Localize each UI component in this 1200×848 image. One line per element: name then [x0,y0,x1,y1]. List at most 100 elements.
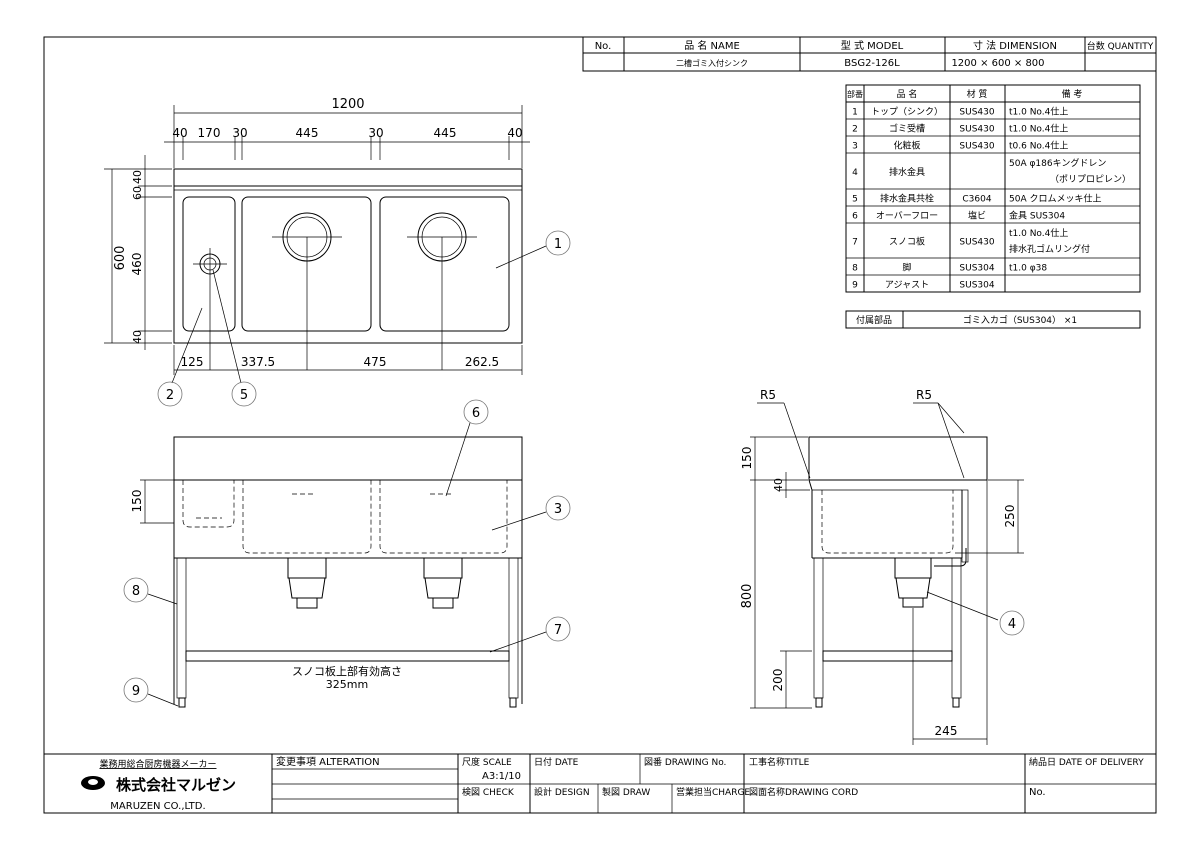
draw-label: 製図 DRAW [602,786,650,798]
dim-top-170: 170 [198,126,221,140]
title-block: 業務用総合厨房機器メーカー 株式会社マルゼン MARUZEN CO.,LTD. … [44,753,1156,813]
parts-row-no: 4 [852,168,858,178]
parts-row-no: 3 [852,142,858,152]
sheet-border [43,36,1157,814]
parts-row-no: 1 [852,108,858,118]
parts-row-note: t1.0 No.4仕上 [1009,227,1068,239]
parts-row-note: 50A φ186キングドレン [1009,157,1106,169]
parts-row-material: SUS430 [959,125,994,135]
dim-left-40b: 40 [131,330,144,344]
parts-row-note2: 排水孔ゴムリング付 [1009,243,1090,255]
parts-row-material: SUS304 [959,264,994,274]
parts-header-name: 品 名 [897,88,918,100]
no-label: No. [1029,787,1046,798]
parts-table: 部番 品 名 材 質 備 考 [845,84,1141,293]
scale-value: A3:1/10 [482,771,521,782]
dim-left-60: 60 [131,186,144,200]
date-label: 日付 DATE [534,757,579,768]
maker-tag: 業務用総合厨房機器メーカー [99,758,216,770]
dim-left-600: 600 [113,246,128,271]
parts-row-material: SUS430 [959,108,994,118]
company-name: 株式会社マルゼン [116,776,236,794]
slat-note: スノコ板上部有効高さ [292,664,402,678]
parts-row-name: ゴミ受槽 [889,123,925,135]
parts-row-no: 6 [852,212,858,222]
scale-label: 尺度 SCALE [462,756,512,768]
check-label: 検図 CHECK [462,786,515,798]
header-dim-value: 1200 × 600 × 800 [951,58,1044,69]
parts-header-no: 部番 [847,89,863,99]
title-label: 工事名称TITLE [749,756,810,768]
header-dim-label: 寸 法 DIMENSION [973,39,1057,52]
parts-row-no: 9 [852,281,858,291]
parts-row-name: オーバーフロー [876,211,938,222]
parts-row-note: 金具 SUS304 [1009,210,1065,222]
parts-row-name: アジャスト [885,281,929,291]
parts-row-name: トップ（シンク） [871,107,943,118]
parts-row-name: 化粧板 [893,140,920,152]
dim-side-200: 200 [771,669,785,692]
dim-left-40a: 40 [131,170,144,184]
parts-row-name: スノコ板 [889,236,925,248]
callout-3: 3 [554,502,562,517]
parts-row-name: 脚 [902,263,911,274]
callout-1: 1 [554,237,562,252]
parts-row-material: 塩ビ [968,210,986,222]
plan-view [173,168,523,370]
header-qty-label: 台数 QUANTITY [1087,40,1154,52]
parts-row-note: t1.0 No.4仕上 [1009,123,1068,135]
r5-label-b: R5 [916,388,932,402]
dim-side-150: 150 [740,447,754,470]
dim-top-445b: 445 [434,126,457,140]
header-table: No. 品 名 NAME 型 式 MODEL 寸 法 DIMENSION 台数 … [582,36,1157,72]
header-name-value: 二槽ゴミ入付シンク [676,58,748,68]
callout-2: 2 [166,388,174,403]
dim-side-800: 800 [740,584,755,609]
parts-row-material: SUS304 [959,281,994,291]
parts-row-material: SUS430 [959,238,994,248]
parts-row-name: 排水金具 [889,166,925,178]
callout-9: 9 [132,684,140,699]
header-model-label: 型 式 MODEL [841,39,904,52]
dim-bottom-337: 337.5 [241,355,275,369]
header-name-label: 品 名 NAME [684,39,740,52]
plan-dimensions: 1200 40 170 30 445 30 445 40 125 337.5 4… [104,97,530,375]
front-view: スノコ板上部有効高さ 325mm 150 6 3 7 8 9 [123,399,571,708]
parts-row-no: 8 [852,264,858,274]
side-view: 150 800 40 200 250 245 R5 R5 4 [740,388,1025,745]
dim-side-40: 40 [772,478,785,492]
r5-label-a: R5 [760,388,776,402]
parts-row-note: t0.6 No.4仕上 [1009,140,1068,152]
parts-header-mat: 材 質 [967,88,988,100]
callout-4: 4 [1008,617,1016,632]
company-name-en: MARUZEN CO.,LTD. [110,801,205,812]
charge-label: 営業担当CHARGE [676,786,750,798]
dim-front-150: 150 [130,490,144,513]
parts-row-material: SUS430 [959,142,994,152]
parts-row-material: C3604 [962,195,991,205]
parts-row-note: 50A クロムメッキ仕上 [1009,193,1101,205]
callout-6: 6 [472,406,480,421]
callout-5: 5 [240,388,248,403]
dim-bottom-262: 262.5 [465,355,499,369]
callout-7: 7 [554,623,562,638]
accessory-row: 付属部品 ゴミ入カゴ（SUS304） ×1 [845,310,1141,329]
drawing-no-label: 図番 DRAWING No. [644,756,726,768]
dim-top-40b: 40 [507,126,522,140]
parts-row-note: t1.0 No.4仕上 [1009,106,1068,118]
callout-8: 8 [132,584,140,599]
parts-row-no: 5 [852,195,858,205]
dim-top-30a: 30 [232,126,247,140]
dim-bottom-475: 475 [364,355,387,369]
parts-row-note: t1.0 φ38 [1009,264,1047,274]
dim-bottom-125: 125 [181,355,204,369]
dim-top-40a: 40 [172,126,187,140]
accessory-label: 付属部品 [856,314,892,326]
parts-row-no: 7 [852,238,858,248]
dim-side-245: 245 [935,724,958,738]
plan-callouts: 1 2 5 [157,230,571,407]
dim-top-445a: 445 [296,126,319,140]
dim-top-30b: 30 [368,126,383,140]
